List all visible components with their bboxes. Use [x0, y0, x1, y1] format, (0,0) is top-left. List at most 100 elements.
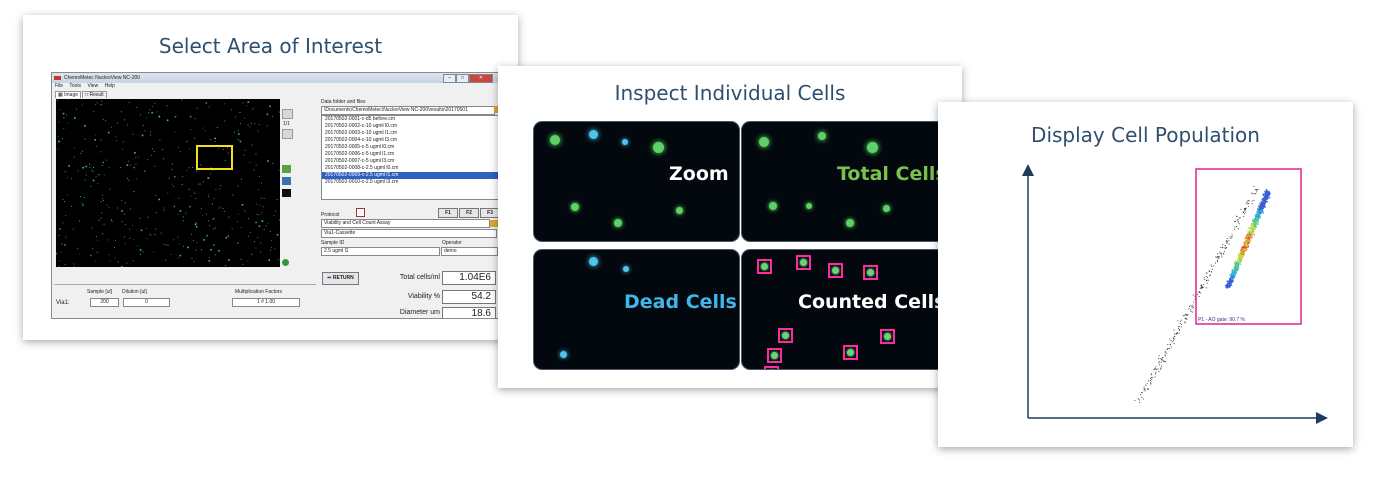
return-button[interactable]: ➦ RETURN [322, 272, 359, 285]
tile-counted-cells[interactable]: Counted Cells [741, 249, 948, 370]
menu-help[interactable]: Help [104, 83, 115, 89]
f3-button[interactable]: F3 [480, 208, 500, 218]
green-cell [883, 205, 890, 212]
speckle [62, 222, 64, 224]
speckle [124, 224, 126, 225]
menu-tools[interactable]: Tools [69, 83, 82, 89]
speckle [208, 106, 210, 108]
dilution-volume-field[interactable]: 0 [123, 298, 170, 307]
cell-image-view[interactable] [56, 99, 280, 267]
speckle [64, 244, 66, 246]
scatter-point [1161, 359, 1163, 361]
minimize-button[interactable]: – [443, 74, 456, 83]
speckle [257, 189, 259, 191]
file-list-item[interactable]: 20170502-0001-c-d5 before.cm [325, 116, 396, 122]
cassette-field[interactable]: Via1-Cassette [321, 229, 497, 238]
speckle [150, 234, 152, 236]
tile-zoom[interactable]: Zoom [533, 121, 740, 242]
tab-result[interactable]: □ Result [82, 91, 107, 98]
scatter-point [1198, 291, 1200, 293]
protocol-field[interactable]: Viability and Cell Count Assay [321, 219, 490, 228]
file-list-item[interactable]: 20170502-0002-c-10 ugml l0.cm [325, 123, 397, 129]
f1-button[interactable]: F1 [438, 208, 458, 218]
green-cell [846, 219, 854, 227]
file-list-item[interactable]: 20170502-0009-c-2.5 ugml l1.cm [322, 172, 500, 179]
speckle [209, 177, 211, 179]
scatter-point [1239, 259, 1242, 261]
nav-down-button[interactable] [282, 129, 293, 139]
speckle [279, 219, 280, 221]
file-list-item[interactable]: 20170502-0007-c-5 ugml l3.cm [325, 158, 395, 164]
tab-result-label: Result [89, 92, 104, 98]
scatter-point [1248, 202, 1250, 204]
protocol-browse-icon[interactable] [490, 220, 498, 227]
speckle [81, 202, 83, 204]
file-list-item[interactable]: 20170502-0003-c-10 ugml l1.cm [325, 130, 397, 136]
speckle [71, 178, 73, 180]
tab-image[interactable]: ▦ Image [55, 91, 82, 98]
speckle [79, 253, 81, 255]
speckle [205, 213, 207, 215]
file-list-item[interactable]: 20170502-0005-c-5 ugml l0.cm [325, 144, 395, 150]
speckle [108, 207, 110, 208]
speckle [249, 126, 251, 128]
tile-dead-cells[interactable]: Dead Cells [533, 249, 740, 370]
speckle [73, 266, 75, 267]
area-of-interest-box[interactable] [196, 145, 233, 170]
speckle [163, 207, 165, 209]
scatter-point [1257, 223, 1259, 226]
scatter-point [1268, 196, 1271, 199]
channel-green-button[interactable] [282, 165, 291, 173]
tile-total-cells[interactable]: Total Cells [741, 121, 948, 242]
green-cell [806, 203, 812, 209]
scatter-point [1164, 360, 1167, 363]
scatter-point [1192, 304, 1194, 306]
tile-label: Total Cells [837, 163, 947, 185]
menu-view[interactable]: View [87, 83, 99, 89]
menu-file[interactable]: File [55, 83, 64, 89]
speckle [162, 158, 164, 160]
speckle [144, 170, 146, 172]
speckle [66, 194, 68, 196]
speckle [244, 117, 246, 119]
view-tabs: ▦ Image□ Result [55, 91, 108, 98]
scatter-point [1190, 309, 1192, 311]
scatter-point [1145, 384, 1147, 386]
scatter-point [1184, 318, 1186, 320]
speckle [192, 240, 194, 242]
scatter-point [1260, 200, 1262, 203]
scatter-point [1169, 343, 1171, 346]
speckle [132, 225, 134, 227]
scatter-point [1262, 198, 1265, 201]
file-list-item[interactable]: 20170502-0004-c-10 ugml l3.cm [325, 137, 397, 143]
speckle [128, 160, 130, 162]
data-folder-path[interactable]: \Documents\ChemoMetec\NucleoView NC-200\… [321, 106, 495, 115]
calendar-icon[interactable] [356, 208, 365, 217]
file-list-item[interactable]: 20170502-0008-c-2.5 ugml l0.cm [325, 165, 399, 171]
blue-cell [589, 257, 598, 266]
f2-button[interactable]: F2 [459, 208, 479, 218]
close-button[interactable]: ✕ [469, 74, 493, 83]
operator-field[interactable]: demo [441, 247, 498, 256]
scatter-point [1222, 252, 1224, 254]
sample-volume-field[interactable]: 200 [90, 298, 119, 307]
scatter-point [1229, 277, 1232, 280]
scatter-point [1215, 256, 1217, 258]
speckle [97, 239, 99, 241]
scatter-point [1257, 188, 1259, 191]
nav-up-button[interactable] [282, 109, 293, 119]
file-list-item[interactable]: 20170502-0010-c-2.5 ugml l3.cm [325, 179, 399, 185]
speckle [244, 210, 246, 212]
channel-blue-button[interactable] [282, 177, 291, 185]
sample-id-field[interactable]: 2.5 ugml l1 [321, 247, 440, 256]
speckle [224, 160, 226, 161]
speckle [186, 141, 188, 143]
channel-black-button[interactable] [282, 189, 291, 197]
file-list-item[interactable]: 20170502-0006-c-5 ugml l1.cm [325, 151, 395, 157]
scatter-point [1226, 280, 1228, 282]
scatter-point [1235, 226, 1238, 228]
speckle [249, 161, 251, 163]
maximize-button[interactable]: □ [456, 74, 469, 83]
speckle [58, 234, 60, 236]
